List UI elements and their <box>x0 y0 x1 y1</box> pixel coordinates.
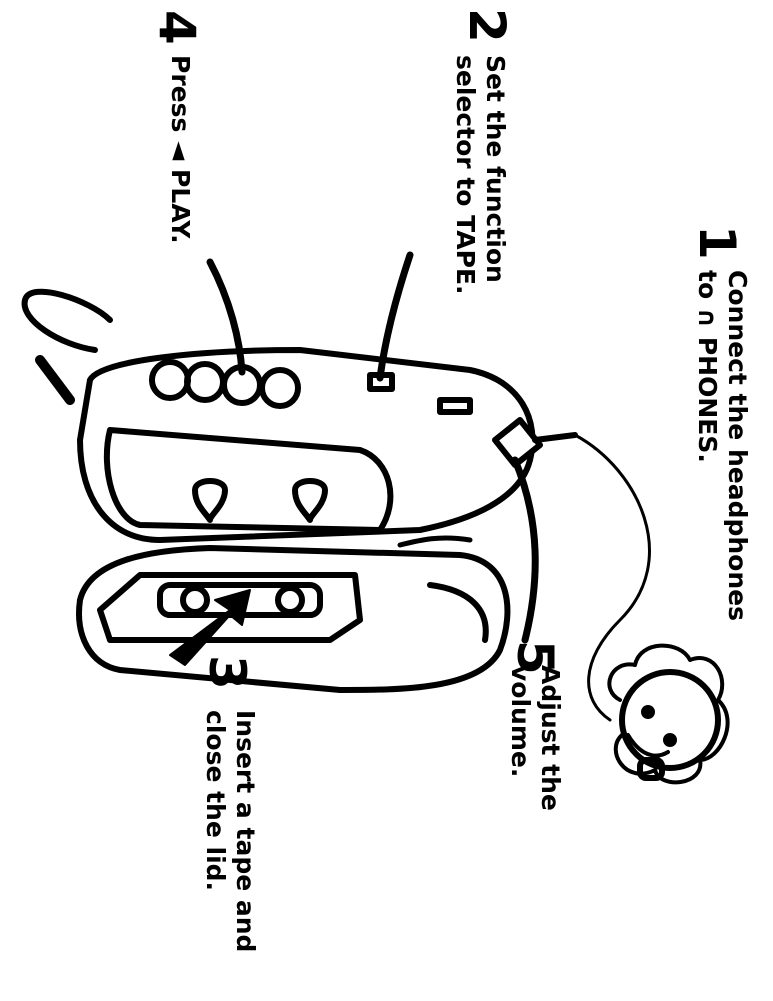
headphone-cord <box>573 433 651 722</box>
button-1 <box>149 359 191 401</box>
insert-arrow <box>169 589 251 666</box>
inner-compartment <box>103 427 394 533</box>
step-3-line-2: close the lid. <box>201 710 230 892</box>
leader-line-2 <box>376 251 414 382</box>
step-5-line-1: Adjust the <box>536 665 565 811</box>
listener-face <box>607 643 730 785</box>
carry-strap <box>21 288 113 353</box>
step-1-line-1: Connect the headphones <box>723 270 752 621</box>
cassette-lid <box>76 545 511 693</box>
leader-line-4 <box>206 258 246 376</box>
leader-line-5 <box>511 456 539 644</box>
button-4 <box>259 367 301 409</box>
step-5-line-2: volume. <box>506 665 535 778</box>
headphone-plug <box>492 417 543 468</box>
leader-line-3 <box>397 535 473 548</box>
step-3-line-1: Insert a tape and <box>231 710 260 953</box>
step-4-line-1: Press ◄ PLAY. <box>166 55 195 244</box>
step-4-number: 4 <box>148 10 206 45</box>
step-1-line-2: to ∩ PHONES. <box>693 270 722 463</box>
step-2-line-2: selector to TAPE. <box>451 55 480 295</box>
step-2-number: 2 <box>458 8 516 43</box>
step-3-number: 3 <box>198 655 256 690</box>
player-body <box>77 347 536 543</box>
button-2 <box>184 361 226 403</box>
step-2-line-1: Set the function <box>481 55 510 283</box>
step-1-number: 1 <box>688 225 746 260</box>
